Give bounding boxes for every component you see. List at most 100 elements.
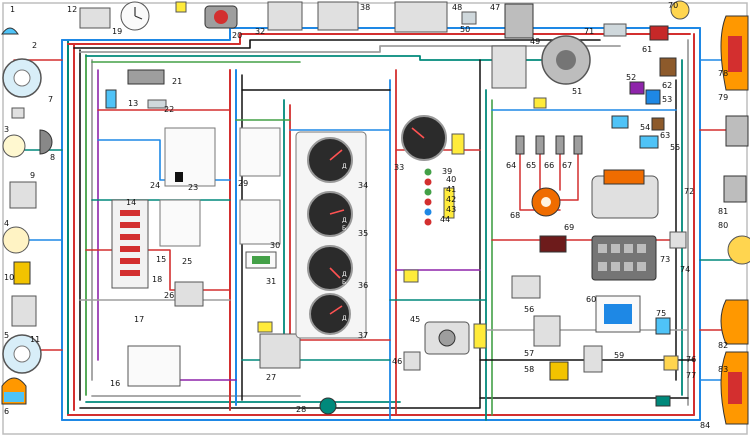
label-21: 21 [172, 77, 182, 86]
control-unit-board-icon [604, 304, 632, 324]
reversing-lamp-icon [727, 235, 750, 265]
battery-cell-icon [637, 244, 646, 253]
gauge-needle-icon [329, 149, 343, 161]
label-32: 32 [255, 27, 265, 36]
fuse-icon [120, 270, 140, 276]
spark-plug-icon [555, 135, 565, 155]
rear-lamp-icon [725, 115, 749, 147]
label-84: 84 [700, 421, 710, 430]
label-42: 42 [446, 195, 456, 204]
top-components [79, 0, 690, 39]
relay-icon [174, 281, 204, 307]
label-52: 52 [626, 73, 636, 82]
battery-cell-icon [624, 244, 633, 253]
label-41: 41 [446, 185, 456, 194]
battery-cell-icon [611, 244, 620, 253]
label-38: 38 [360, 3, 370, 12]
headlight-lens-icon [13, 69, 31, 87]
gauge-letter: Д [342, 217, 347, 224]
label-61: 61 [642, 45, 652, 54]
sensor-icon [319, 397, 337, 415]
battery-cell-icon [611, 262, 620, 271]
sensor-icon [655, 317, 671, 335]
switch-icon [549, 361, 569, 381]
spark-plug-icon [573, 135, 583, 155]
label-80: 80 [718, 221, 728, 230]
connector-icon [451, 133, 465, 155]
fuse-icon [120, 246, 140, 252]
connector-icon [403, 269, 419, 283]
label-19: 19 [112, 27, 122, 36]
gauge-letter: Б [342, 225, 346, 232]
battery-icon [591, 235, 657, 281]
fuse-relay-icon [259, 333, 301, 369]
instrument-cluster [175, 1, 547, 349]
fuse-icon [105, 89, 117, 109]
starter-solenoid-icon [603, 169, 645, 185]
label-15: 15 [156, 255, 166, 264]
label-71: 71 [584, 27, 594, 36]
battery-cell-icon [624, 262, 633, 271]
label-53: 53 [662, 95, 672, 104]
wire [61, 27, 701, 41]
gauge-needle-icon [329, 267, 341, 279]
centre-left-components [105, 69, 337, 415]
sensor-icon [533, 315, 561, 347]
battery-cells [598, 244, 646, 271]
wire [79, 397, 689, 409]
label-25: 25 [182, 257, 192, 266]
label-58: 58 [524, 365, 534, 374]
label-37: 37 [358, 331, 368, 340]
rear-lamp-red-icon [728, 372, 742, 404]
lamp-icon [2, 134, 26, 158]
gauge-letter: Д [342, 315, 347, 322]
fuse-icon [120, 234, 140, 240]
gauge-letter: Д [342, 163, 347, 170]
spark-plugs [515, 135, 583, 155]
indicator-lamp-icon [252, 256, 270, 264]
ignition-switch-icon [127, 345, 181, 387]
horn-icon [39, 129, 53, 155]
side-lamp-icon [1, 27, 19, 35]
gauge-needle-icon [329, 305, 343, 315]
label-12: 12 [67, 5, 77, 14]
warning-lamp-icon [424, 198, 432, 206]
warning-lamp-icon [424, 178, 432, 186]
label-9: 9 [30, 171, 35, 180]
label-7: 7 [48, 95, 53, 104]
label-77: 77 [686, 371, 696, 380]
label-27: 27 [266, 373, 276, 382]
switch-block-icon [317, 1, 359, 31]
label-20: 20 [232, 31, 242, 40]
lamp-icon [663, 355, 679, 371]
label-74: 74 [680, 265, 690, 274]
sensor-icon [639, 135, 659, 149]
label-51: 51 [572, 87, 582, 96]
relay-icon [9, 181, 37, 209]
connector-icon [175, 1, 187, 13]
label-40: 40 [446, 175, 456, 184]
label-76: 76 [686, 355, 696, 364]
label-78: 78 [718, 69, 728, 78]
fuse-box-icon [164, 127, 216, 187]
headlight-lens-icon [13, 345, 31, 363]
switch-block-icon [239, 199, 281, 245]
label-79: 79 [718, 93, 728, 102]
label-81: 81 [718, 207, 728, 216]
label-24: 24 [150, 181, 160, 190]
gauge-letter: Д [342, 271, 347, 278]
label-26: 26 [164, 291, 174, 300]
spark-plug-icon [515, 135, 525, 155]
connector-icon [443, 187, 455, 219]
distributor-cap-icon [541, 197, 551, 207]
warning-lamp-icon [424, 218, 432, 226]
label-4: 4 [4, 219, 9, 228]
rear-lamp-icon [720, 299, 749, 345]
battery-cell-icon [598, 262, 607, 271]
warning-lamp-icon [424, 168, 432, 176]
relay-block-icon [394, 1, 448, 33]
label-5: 5 [4, 331, 9, 340]
label-3: 3 [4, 125, 9, 134]
label-49: 49 [530, 37, 540, 46]
label-46: 46 [392, 357, 402, 366]
